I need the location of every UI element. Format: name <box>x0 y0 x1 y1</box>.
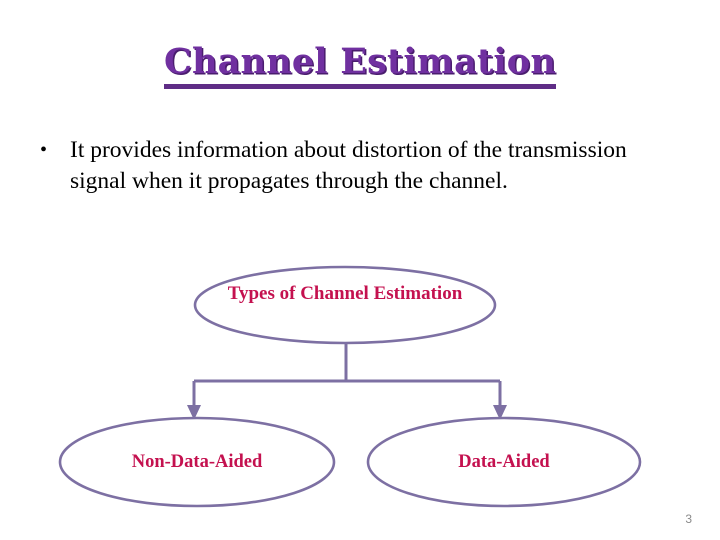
node-data-aided-ellipse[interactable] <box>366 416 642 508</box>
page-number: 3 <box>685 512 692 526</box>
title-block: Channel Estimation <box>0 43 720 89</box>
list-item: • It provides information about distorti… <box>34 135 674 197</box>
node-root-ellipse[interactable] <box>193 265 497 345</box>
arrowhead-left-icon <box>187 405 201 420</box>
list-item-text: It provides information about distortion… <box>70 137 627 194</box>
node-non-data-aided-ellipse[interactable] <box>58 416 336 508</box>
arrowhead-right-icon <box>493 405 507 420</box>
bullet-marker-icon: • <box>40 139 48 161</box>
body-bullet-list: • It provides information about distorti… <box>34 135 674 197</box>
page-title: Channel Estimation <box>163 43 557 89</box>
